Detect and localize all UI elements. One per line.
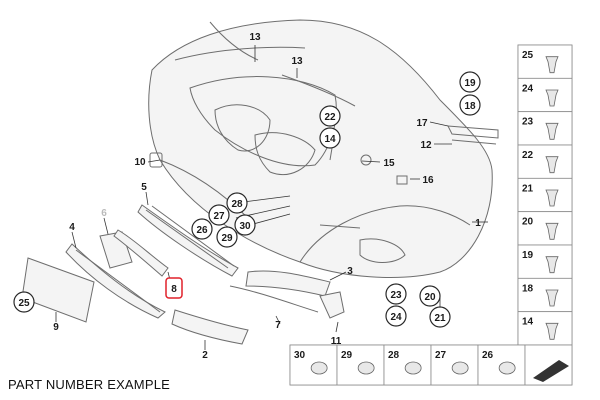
- fastener-side-panel: 25 24 23 22 21 20 19 18 14: [517, 44, 573, 346]
- bottom-panel-cell-arrow: [524, 344, 573, 386]
- side-panel-label: 21: [522, 183, 534, 194]
- callout-21: 21: [434, 313, 446, 324]
- side-panel-label: 23: [522, 117, 534, 128]
- callout-27: 27: [213, 211, 225, 222]
- callout-6: 6: [101, 208, 107, 219]
- callout-7: 7: [275, 320, 281, 331]
- callout-14: 14: [324, 134, 336, 145]
- callout-29: 29: [221, 233, 233, 244]
- bottom-panel-label: 26: [482, 350, 494, 361]
- side-panel-label: 25: [522, 50, 534, 61]
- side-panel-cell-14: 14: [517, 311, 573, 346]
- callout-20: 20: [424, 292, 436, 303]
- callout-19: 19: [464, 78, 476, 89]
- callout-22: 22: [324, 112, 336, 123]
- side-panel-label: 14: [522, 317, 534, 328]
- bottom-panel-label: 29: [341, 350, 353, 361]
- trim-strips: [209, 21, 356, 107]
- callout-5: 5: [141, 182, 147, 193]
- fastener-icon: [498, 361, 516, 375]
- fastener-icon: [545, 256, 559, 274]
- callout-12: 12: [420, 140, 432, 151]
- callout-11: 11: [331, 336, 342, 347]
- side-panel-cell-25: 25: [517, 44, 573, 79]
- callout-4: 4: [69, 222, 75, 233]
- callout-9: 9: [53, 322, 59, 333]
- side-panel-label: 18: [522, 283, 534, 294]
- callout-13a: 13: [249, 32, 261, 43]
- callout-8: 8: [171, 284, 177, 295]
- side-panel-label: 20: [522, 217, 534, 228]
- callout-3: 3: [347, 266, 353, 277]
- bottom-panel-label: 30: [294, 350, 306, 361]
- fastener-icon: [545, 122, 559, 140]
- callout-10: 10: [134, 157, 146, 168]
- bottom-panel-cell-28: 28: [383, 344, 432, 386]
- side-panel-cell-24: 24: [517, 77, 573, 113]
- fastener-icon: [545, 56, 559, 74]
- callouts-circled: 19 18 22 14 28 27 30 26 29 23 24 20 21 2…: [13, 71, 481, 328]
- callout-18: 18: [464, 101, 476, 112]
- callout-25: 25: [18, 298, 30, 309]
- fastener-icon: [451, 361, 469, 375]
- callout-13b: 13: [291, 56, 303, 67]
- fastener-bottom-panel: 30 29 28 27 26: [289, 344, 573, 386]
- fastener-icon: [545, 156, 559, 174]
- bottom-panel-label: 28: [388, 350, 400, 361]
- side-panel-cell-20: 20: [517, 211, 573, 246]
- grille-parts: [21, 204, 345, 345]
- callout-30: 30: [239, 221, 251, 232]
- bottom-panel-cell-29: 29: [336, 344, 385, 386]
- side-panel-cell-18: 18: [517, 277, 573, 313]
- fastener-icon: [545, 89, 559, 107]
- fastener-icon: [545, 222, 559, 240]
- callout-1: 1: [475, 218, 481, 229]
- callout-2: 2: [202, 350, 208, 361]
- callout-16: 16: [422, 175, 434, 186]
- hardware-parts: [149, 125, 499, 185]
- arrow-icon: [533, 360, 569, 382]
- highlight-callout-8[interactable]: 8: [165, 277, 183, 299]
- bottom-panel-cell-30: 30: [289, 344, 338, 386]
- bottom-panel-label: 27: [435, 350, 447, 361]
- part-number-caption: PART NUMBER EXAMPLE: [8, 377, 171, 392]
- callout-28: 28: [231, 199, 243, 210]
- callout-23: 23: [390, 290, 402, 301]
- callout-26: 26: [196, 225, 208, 236]
- fastener-icon: [545, 289, 559, 307]
- fastener-icon: [545, 189, 559, 207]
- fastener-icon: [545, 322, 559, 340]
- fastener-icon: [357, 361, 375, 375]
- side-panel-cell-23: 23: [517, 111, 573, 146]
- side-panel-label: 24: [522, 83, 534, 94]
- callout-15: 15: [383, 158, 395, 169]
- callout-17: 17: [416, 118, 428, 129]
- bottom-panel-cell-27: 27: [430, 344, 479, 386]
- side-panel-label: 19: [522, 250, 534, 261]
- side-panel-cell-22: 22: [517, 144, 573, 179]
- side-panel-label: 22: [522, 150, 534, 161]
- callouts-plain: 13 13 17 12 15 16 10 5 1 4 6 3 7 9 11 2: [53, 32, 481, 361]
- fastener-icon: [310, 361, 328, 375]
- bottom-panel-cell-26: 26: [477, 344, 526, 386]
- fastener-icon: [404, 361, 422, 375]
- callout-24: 24: [390, 312, 402, 323]
- side-panel-cell-21: 21: [517, 177, 573, 213]
- side-panel-cell-19: 19: [517, 244, 573, 279]
